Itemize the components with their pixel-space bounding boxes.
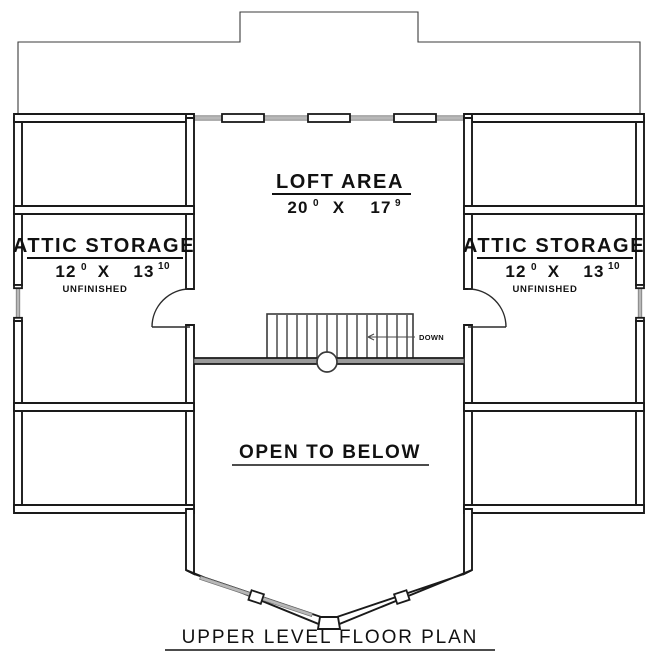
window-loft-1: [221, 113, 265, 123]
bay-wall-left-diagonal: [185, 569, 332, 629]
loft-dim-separator: X: [333, 198, 346, 217]
label-loft-area: LOFT AREA 20 0 X 17 9: [272, 171, 411, 217]
open-to-below-label: OPEN TO BELOW: [239, 442, 421, 463]
loft-room-name: LOFT AREA: [276, 171, 404, 193]
label-stair-down: DOWN: [419, 333, 444, 342]
attic-left-dim-separator: X: [98, 262, 111, 281]
attic-left-dim-depth-in: 10: [158, 261, 170, 272]
window-loft-3: [393, 113, 437, 123]
window-right-wall: [635, 284, 645, 322]
loft-dim-depth-in: 9: [395, 198, 401, 209]
attic-left-room-name: ATTIC STORAGE: [13, 235, 195, 257]
window-left-wall: [13, 284, 23, 322]
loft-railing: [193, 351, 465, 373]
door-attic-right: [467, 288, 507, 328]
partition-left-vertical: [185, 117, 195, 510]
stair-down-label: DOWN: [419, 333, 444, 342]
plan-title-text: UPPER LEVEL FLOOR PLAN: [182, 627, 479, 648]
partition-right-vertical: [463, 117, 473, 510]
loft-dim-width-ft: 20: [287, 198, 308, 217]
attic-right-dim-width-ft: 12: [505, 262, 526, 281]
attic-left-dim-depth-ft: 13: [133, 262, 154, 281]
window-bay-left: [247, 589, 266, 605]
window-bay-apex: [316, 616, 342, 630]
attic-right-dim-separator: X: [548, 262, 561, 281]
south-wall-side-blocks: [13, 504, 645, 514]
angled-bay-walls: [185, 508, 473, 630]
partition-left-horizontal: [13, 205, 195, 412]
loft-dim-width-in: 0: [313, 198, 319, 209]
attic-left-dim-width-in: 0: [81, 262, 87, 273]
sheet-title: UPPER LEVEL FLOOR PLAN: [165, 627, 495, 651]
label-open-to-below: OPEN TO BELOW: [232, 442, 429, 466]
bay-wall-right-diagonal: [326, 569, 473, 629]
label-attic-storage-right: ATTIC STORAGE 12 0 X 13 10 UNFINISHED: [463, 235, 645, 295]
loft-dim-depth-ft: 17: [370, 198, 391, 217]
roof-outline: [17, 11, 641, 118]
north-loft-wall-windows: [185, 113, 473, 123]
stair-direction-arrow: [367, 333, 415, 341]
staircase: [266, 313, 415, 362]
partition-right-horizontal: [463, 205, 645, 412]
attic-right-dim-depth-ft: 13: [583, 262, 604, 281]
door-attic-left: [151, 288, 191, 328]
window-loft-2: [307, 113, 351, 123]
attic-right-dim-depth-in: 10: [608, 261, 620, 272]
window-bay-right: [392, 589, 411, 605]
attic-right-note: UNFINISHED: [512, 284, 577, 295]
attic-right-dim-width-in: 0: [531, 262, 537, 273]
label-attic-storage-left: ATTIC STORAGE 12 0 X 13 10 UNFINISHED: [13, 235, 195, 295]
attic-left-note: UNFINISHED: [62, 284, 127, 295]
exterior-wall-right: [635, 117, 645, 510]
attic-left-dim-width-ft: 12: [55, 262, 76, 281]
exterior-wall-left: [13, 117, 23, 510]
attic-right-room-name: ATTIC STORAGE: [463, 235, 645, 257]
